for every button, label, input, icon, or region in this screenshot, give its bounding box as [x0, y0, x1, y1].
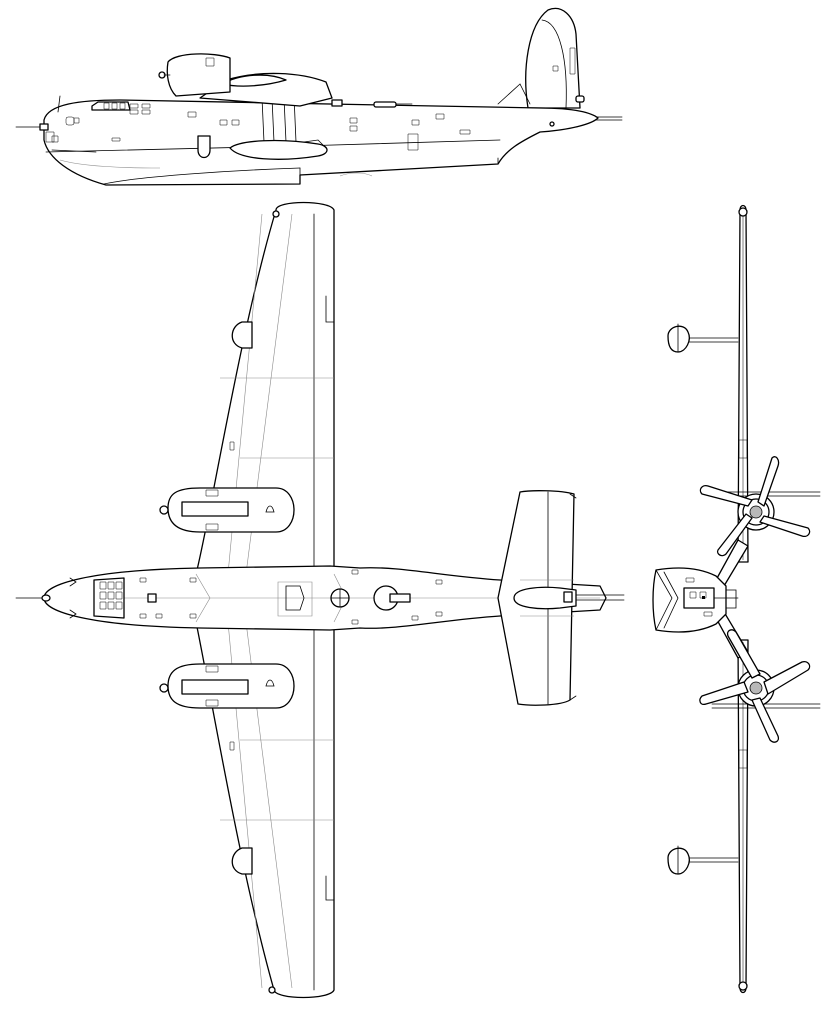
- top-float-lower: [232, 848, 252, 874]
- front-propeller-upper: [700, 457, 809, 556]
- top-wing-upper: [196, 203, 334, 575]
- side-wing-float: [230, 141, 327, 160]
- top-engine-nacelle-upper: [160, 488, 294, 532]
- top-view: [16, 203, 624, 998]
- top-float-upper: [232, 322, 252, 348]
- front-prop-hub-lower: [750, 682, 762, 694]
- side-tail-fin: [526, 8, 580, 108]
- front-prop-hub-upper: [750, 506, 762, 518]
- front-float-lower: [668, 848, 689, 874]
- side-view: [16, 8, 622, 185]
- front-propeller-lower: [700, 630, 810, 742]
- top-engine-nacelle-lower: [160, 664, 294, 708]
- front-view: [653, 206, 820, 993]
- front-float-upper: [668, 326, 689, 352]
- side-engine-nacelle: [167, 54, 230, 96]
